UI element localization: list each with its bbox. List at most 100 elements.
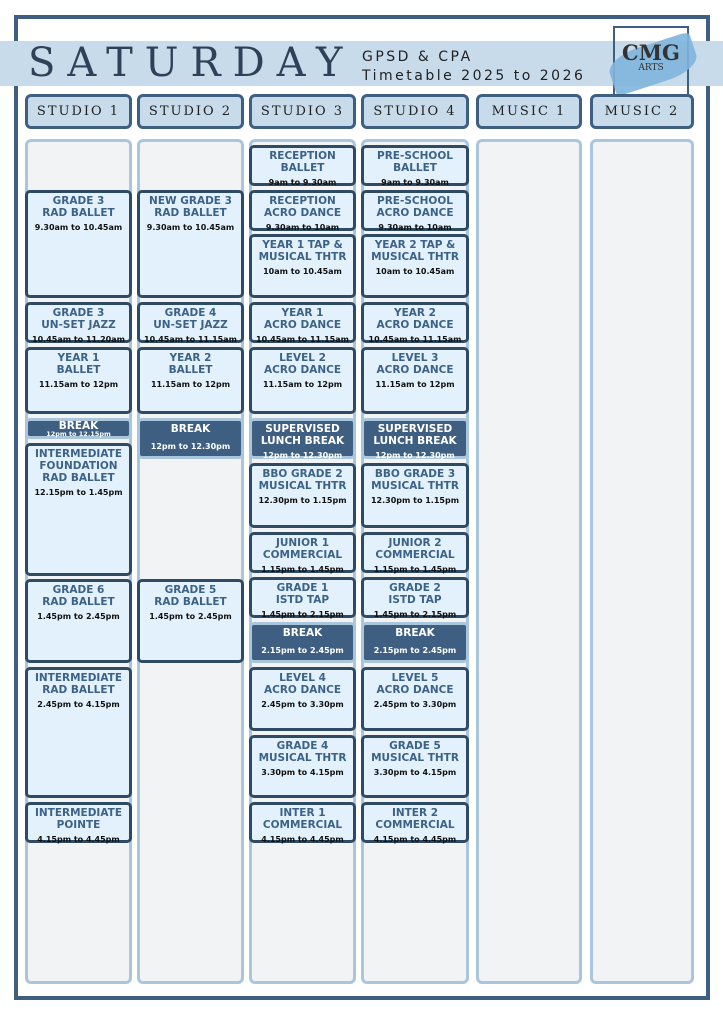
column-header-music-2: MUSIC 2 (590, 94, 694, 129)
session-title-line: JUNIOR 2 (388, 537, 442, 549)
session-title-line: GRADE 3 (52, 195, 105, 207)
session-title-line: BREAK (58, 420, 99, 432)
session-time: 9.30am to 10am (378, 223, 452, 232)
session-time: 11.15am to 12pm (375, 380, 455, 389)
session-title-line: YEAR 2 (169, 352, 212, 364)
session-title-line: PRE-SCHOOL (377, 195, 453, 207)
column-header-studio-1: STUDIO 1 (25, 94, 132, 129)
session-title-line: ACRO DANCE (263, 207, 341, 219)
session-title-line: RAD BALLET (42, 207, 115, 219)
session-title-line: LEVEL 2 (279, 352, 326, 364)
page-title: SATURDAY (28, 40, 355, 86)
session-title-line: MUSICAL THTR (371, 480, 459, 492)
session-title-line: GRADE 3 (52, 307, 105, 319)
session-time: 10.45am to 11.15am (256, 335, 349, 344)
session-time: 2.15pm to 2.45pm (373, 646, 457, 655)
session-title-line: ACRO DANCE (263, 364, 341, 376)
session-title-line: ACRO DANCE (376, 684, 454, 696)
session-title-line: INTERMEDIATE (34, 448, 122, 460)
session-title-line: RAD BALLET (42, 684, 115, 696)
session-time: 12.30pm to 1.15pm (258, 496, 347, 505)
session-title-line: LEVEL 3 (391, 352, 439, 364)
session-time: 11.15am to 12pm (262, 380, 343, 389)
session-time: 1.15pm to 1.45pm (373, 565, 457, 574)
subtitle-line-2: Timetable 2025 to 2026 (362, 68, 586, 84)
session-title-line: YEAR 2 TAP & (374, 239, 456, 251)
session-time: 1.45pm to 2.15pm (373, 610, 457, 619)
session-title-line: ISTD TAP (388, 594, 442, 606)
session-title-line: JUNIOR 1 (275, 537, 330, 549)
session-time: 4.15pm to 4.45pm (261, 835, 344, 844)
session-title-line: COMMERCIAL (262, 819, 343, 831)
session-title-line: BBO GRADE 3 (374, 468, 456, 480)
column-header-studio-2: STUDIO 2 (137, 94, 244, 129)
session-time: 12pm to 12.30pm (375, 451, 455, 460)
session-title-line: RAD BALLET (154, 596, 227, 608)
session-time: 4.15pm to 4.45pm (373, 835, 457, 844)
session-time: 2.15pm to 2.45pm (261, 646, 344, 655)
session-time: 12.30pm to 1.15pm (370, 496, 460, 505)
session-time: 9.30am to 10am (265, 223, 340, 232)
session-title-line: INTER 2 (391, 807, 439, 819)
session-title-line: INTER 1 (279, 807, 326, 819)
session-title-line: FOUNDATION (39, 460, 118, 472)
session-title-line: BALLET (56, 364, 101, 376)
session-title-line: LEVEL 5 (391, 672, 439, 684)
session-title-line: MUSICAL THTR (258, 752, 347, 764)
logo-sub-text: ARTS (638, 63, 664, 73)
session-title-line: RECEPTION (269, 195, 336, 207)
session-time: 10am to 10.45am (375, 267, 455, 276)
session-time: 12pm to 12.15pm (46, 430, 111, 438)
session-time: 1.45pm to 2.45pm (37, 612, 120, 621)
session-title-line: LUNCH BREAK (260, 435, 345, 447)
session-title-line: ISTD TAP (275, 594, 330, 606)
session-time: 9.30am to 10.45am (34, 223, 123, 232)
session-title-line: UN-SET JAZZ (153, 319, 228, 331)
session-time: 12.15pm to 1.45pm (34, 488, 123, 497)
session-title-line: GRADE 2 (389, 582, 441, 594)
session-time: 11.15am to 12pm (150, 380, 231, 389)
page-frame (14, 15, 710, 1000)
title-band (0, 41, 723, 86)
session-title-line: MUSICAL THTR (258, 480, 347, 492)
session-title-line: RECEPTION (269, 150, 336, 162)
session-title-line: BALLET (280, 162, 325, 174)
session-title-line: COMMERCIAL (262, 549, 343, 561)
session-time: 4.15pm to 4.45pm (37, 835, 120, 844)
session-title-line: RAD BALLET (42, 472, 115, 484)
session-title-line: UN-SET JAZZ (41, 319, 116, 331)
session-title-line: INTERMEDIATE (34, 807, 122, 819)
column-music-2 (590, 139, 694, 984)
session-title-line: BREAK (170, 423, 211, 435)
session-time: 2.45pm to 4.15pm (37, 700, 120, 709)
session-time: 3.30pm to 4.15pm (373, 768, 457, 777)
subtitle: GPSD & CPA Timetable 2025 to 2026 (362, 48, 585, 86)
session-time: 2.45pm to 3.30pm (373, 700, 457, 709)
session-title-line: RAD BALLET (154, 207, 227, 219)
subtitle-line-1: GPSD & CPA (362, 49, 473, 65)
session-title-line: ACRO DANCE (376, 319, 454, 331)
session-title-line: MUSICAL THTR (371, 752, 459, 764)
